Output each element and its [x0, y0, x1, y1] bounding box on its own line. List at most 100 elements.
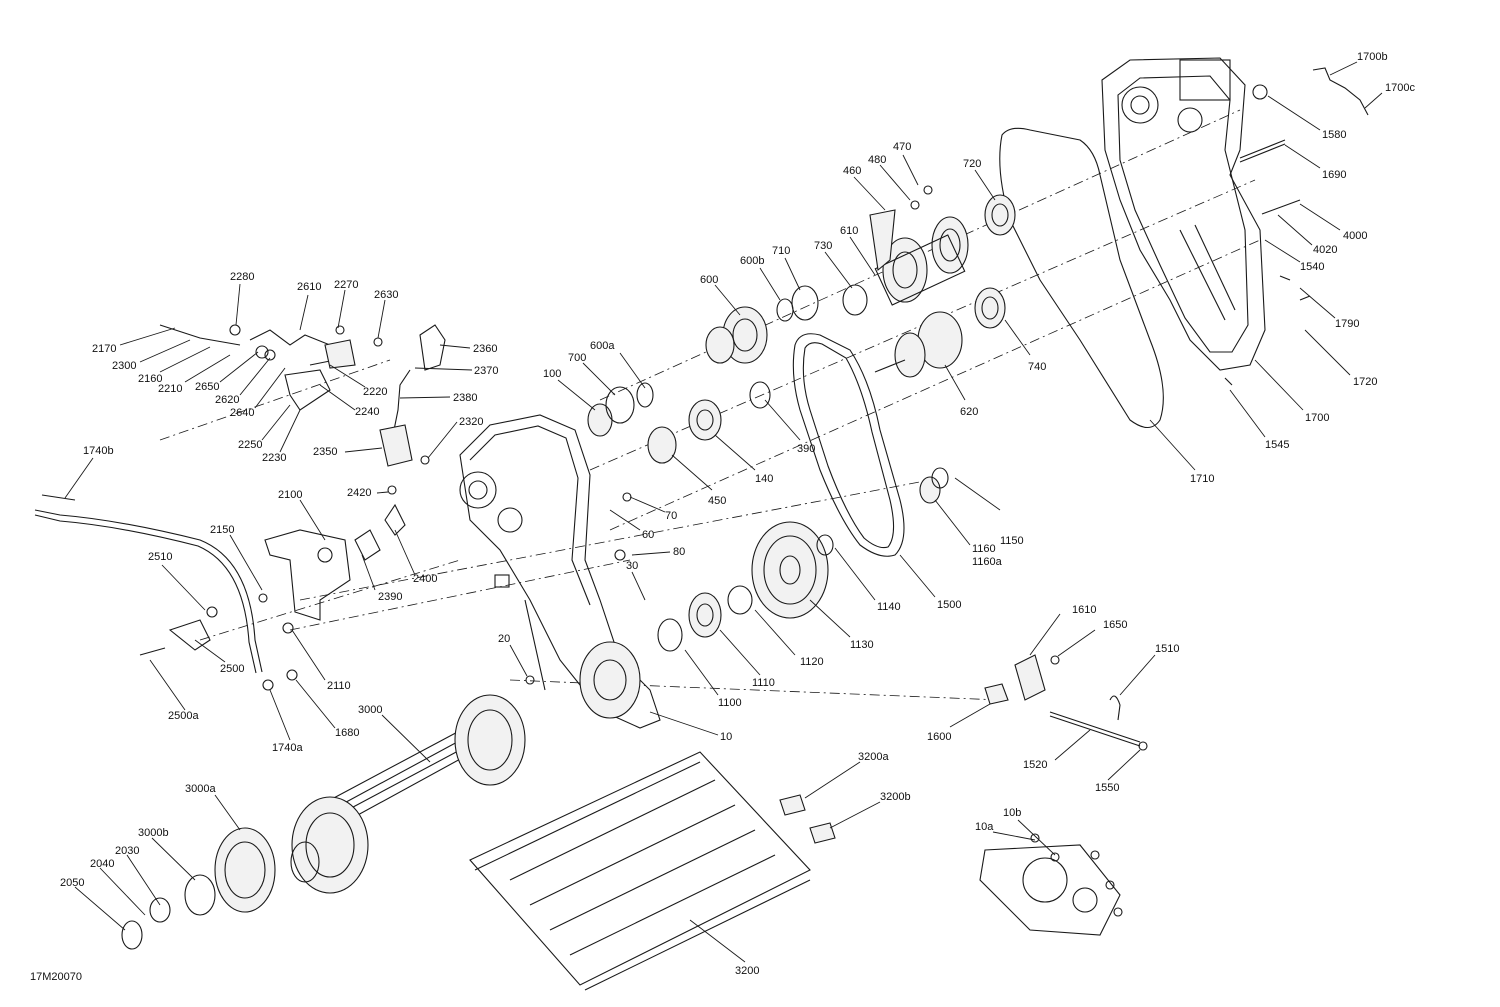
callout-label: 1160a: [972, 556, 1003, 568]
callout-label: 2280: [230, 271, 254, 283]
callout-label: 1710: [1190, 473, 1214, 485]
callout-label: 2500a: [168, 710, 199, 722]
callout-label: 1540: [1300, 261, 1324, 273]
callout-label: 720: [963, 158, 981, 170]
callout-label: 10: [720, 731, 732, 743]
callout-label: 1600: [927, 731, 951, 743]
gear-1130: [751, 467, 949, 619]
callout-label: 30: [626, 560, 638, 572]
callout-label: 3200b: [880, 791, 911, 803]
callout-label: 2270: [334, 279, 358, 291]
callout-label: 2630: [374, 289, 398, 301]
callout-label: 2150: [210, 524, 234, 536]
callout-label: 4020: [1313, 244, 1337, 256]
callout-label: 600a: [590, 340, 615, 352]
callout-label: 600: [700, 274, 718, 286]
chaincase-housing: [459, 414, 661, 729]
figure-id: 17M20070: [30, 971, 82, 983]
bracket-2100: [258, 529, 351, 634]
callout-label: 610: [840, 225, 858, 237]
track-section-3200: [469, 751, 836, 991]
callout-label: 2050: [60, 877, 84, 889]
callout-label: 1650: [1103, 619, 1127, 631]
callout-label: 2300: [112, 360, 136, 372]
bearings-lower: [657, 585, 753, 652]
cable-1740: [34, 494, 298, 691]
gasket-1710: [999, 127, 1164, 429]
callout-label: 390: [797, 443, 815, 455]
callout-label: 1700c: [1385, 82, 1415, 94]
callout-label: 4000: [1343, 230, 1367, 242]
callout-label: 1160: [972, 543, 996, 555]
cover-plate-10a: [979, 833, 1123, 936]
bearings-mid: [587, 381, 771, 464]
callout-label: 2240: [355, 406, 379, 418]
callout-label: 1545: [1265, 439, 1289, 451]
callout-label: 1740b: [83, 445, 114, 457]
callout-label: 1700b: [1357, 51, 1388, 63]
gear-cluster-upper: [705, 185, 1016, 378]
callout-label: 730: [814, 240, 832, 252]
plate-2500: [139, 606, 218, 656]
callout-label: 1610: [1072, 604, 1096, 616]
callout-label: 1690: [1322, 169, 1346, 181]
callout-label: 740: [1028, 361, 1046, 373]
callout-label: 710: [772, 245, 790, 257]
callout-label: 450: [708, 495, 726, 507]
callout-label: 470: [893, 141, 911, 153]
callout-label: 3000b: [138, 827, 169, 839]
callout-label: 2350: [313, 446, 337, 458]
callout-label: 3000: [358, 704, 382, 716]
callout-label: 700: [568, 352, 586, 364]
callout-label: 2510: [148, 551, 172, 563]
callout-label: 100: [543, 368, 561, 380]
callout-label: 2390: [378, 591, 402, 603]
callout-label: 2360: [473, 343, 497, 355]
callout-label: 20: [498, 633, 510, 645]
callout-label: 1740a: [272, 742, 303, 754]
callout-label: 3200: [735, 965, 759, 977]
callout-label: 2610: [297, 281, 321, 293]
callout-label: 1790: [1335, 318, 1359, 330]
callout-label: 2620: [215, 394, 239, 406]
drive-axle-3000: [121, 694, 526, 950]
callout-label: 1550: [1095, 782, 1119, 794]
callout-label: 2400: [413, 573, 437, 585]
leader-lines: [64, 61, 1383, 963]
callout-label: 2500: [220, 663, 244, 675]
callout-label: 70: [665, 510, 677, 522]
shift-linkage: [159, 324, 446, 561]
callout-label: 2040: [90, 858, 114, 870]
callout-label: 2650: [195, 381, 219, 393]
callout-label: 620: [960, 406, 978, 418]
callout-label: 1520: [1023, 759, 1047, 771]
callout-label: 1120: [800, 656, 824, 668]
callout-label: 2170: [92, 343, 116, 355]
callout-label: 2220: [363, 386, 387, 398]
tensioner-1610: [984, 654, 1148, 751]
callout-label: 2110: [327, 680, 351, 692]
callout-label: 2320: [459, 416, 483, 428]
callout-label: 2420: [347, 487, 371, 499]
callout-label: 1580: [1322, 129, 1346, 141]
callout-label: 140: [755, 473, 773, 485]
callout-label: 1500: [937, 599, 961, 611]
callout-label: 2100: [278, 489, 302, 501]
callout-label: 60: [642, 529, 654, 541]
callout-label: 10b: [1003, 807, 1021, 819]
callout-label: 1150: [1000, 535, 1024, 547]
callout-label: 3200a: [858, 751, 889, 763]
callout-label: 2370: [474, 365, 498, 377]
fittings-top-right: [1224, 67, 1369, 386]
callout-label: 10a: [975, 821, 994, 833]
callout-label: 3000a: [185, 783, 216, 795]
callout-label: 1720: [1353, 376, 1377, 388]
callout-label: 2210: [158, 383, 182, 395]
callout-label: 2250: [238, 439, 262, 451]
callout-label: 2380: [453, 392, 477, 404]
drive-chain-1500: [792, 333, 905, 557]
callout-label: 460: [843, 165, 861, 177]
callout-label: 600b: [740, 255, 764, 267]
callout-label: 2640: [230, 407, 254, 419]
